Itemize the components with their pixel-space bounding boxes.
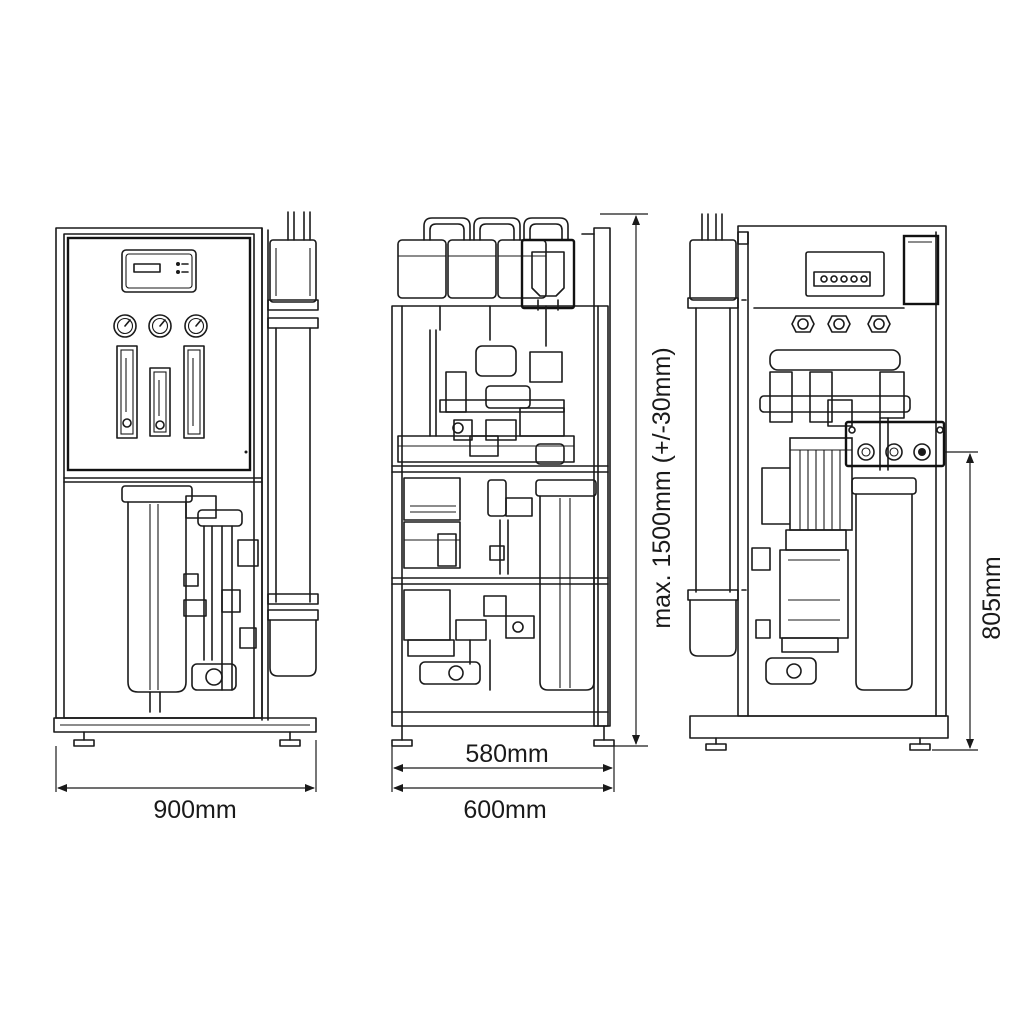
pressure-gauge-icon <box>184 314 208 338</box>
leveling-foot-icon <box>391 725 413 747</box>
filter-housing-icon <box>397 239 447 299</box>
leveling-foot-icon <box>909 737 931 751</box>
depth-outer-label: 600mm <box>463 796 546 824</box>
connection-height-label: 805mm <box>978 556 1006 639</box>
dimension-width-front: 900mm <box>55 740 317 824</box>
connection-panel <box>844 420 946 468</box>
height-label: max. 1500mm (+/-30mm) <box>648 347 676 628</box>
pressure-gauge-icon <box>791 315 815 333</box>
front-view <box>53 211 319 747</box>
pressure-gauge-icon <box>113 314 137 338</box>
dimension-depth-outer: 600mm <box>393 784 613 824</box>
membrane-vessel-icon <box>687 213 739 657</box>
dimension-height: max. 1500mm (+/-30mm) <box>600 213 676 747</box>
membrane-vessel-icon <box>267 211 319 677</box>
side-view <box>391 217 615 747</box>
pressure-gauge-icon <box>867 315 891 333</box>
cartridge-filter-icon <box>851 477 917 691</box>
pressure-gauge-icon <box>827 315 851 333</box>
flowmeter-icon <box>116 345 138 439</box>
leveling-foot-icon <box>73 731 95 747</box>
rear-view <box>687 213 949 751</box>
leveling-foot-icon <box>705 737 727 751</box>
depth-inner-label: 580mm <box>465 740 548 768</box>
leveling-foot-icon <box>593 725 615 747</box>
flowmeter-icon <box>149 367 171 437</box>
flowmeter-icon <box>183 345 205 439</box>
cartridge-filter-icon <box>535 479 597 691</box>
filter-housing-icon <box>447 239 497 299</box>
pump-motor-icon <box>761 437 853 653</box>
cartridge-filter-icon <box>121 485 193 693</box>
width-front-label: 900mm <box>153 796 236 824</box>
dimension-depth-inner: 580mm <box>391 740 615 792</box>
dimension-connection-height: 805mm <box>932 451 1006 751</box>
pressure-gauge-icon <box>148 314 172 338</box>
leveling-foot-icon <box>279 731 301 747</box>
